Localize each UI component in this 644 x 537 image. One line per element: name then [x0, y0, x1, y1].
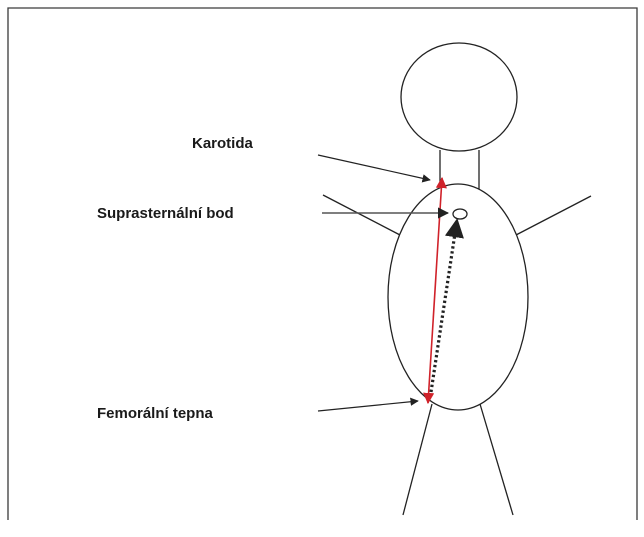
left-arm — [323, 195, 400, 235]
suprasternal-point-label: Suprasternální bod — [97, 206, 234, 221]
carotid-label: Karotida — [192, 136, 253, 151]
right-leg — [480, 404, 513, 515]
femoral-pointer-arrow — [318, 401, 418, 411]
left-leg — [403, 404, 432, 515]
carotid-pointer-arrow — [318, 155, 430, 180]
torso — [388, 184, 528, 410]
head — [401, 43, 517, 151]
frame-border — [8, 8, 637, 520]
femoral-artery-label: Femorální tepna — [97, 406, 213, 421]
right-arm — [516, 196, 591, 235]
